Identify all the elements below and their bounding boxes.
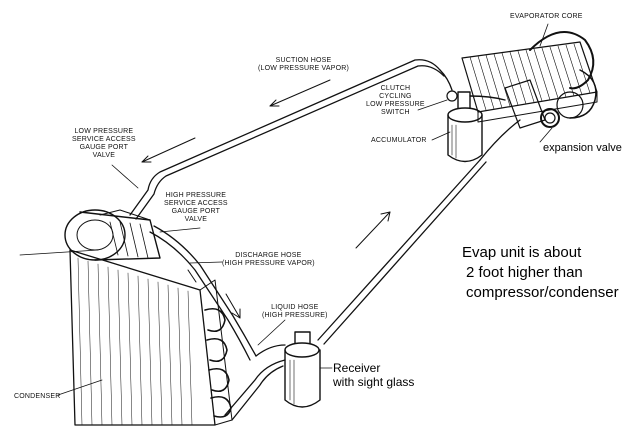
label-suction-hose-line2: (LOW PRESSURE VAPOR): [258, 65, 349, 72]
label-high-pressure-port-line3: GAUGE PORT: [171, 208, 221, 215]
receiver-drier: [224, 331, 321, 421]
label-condenser: CONDENSER: [14, 393, 61, 400]
label-low-pressure-port-line4: VALVE: [92, 152, 116, 159]
label-accumulator: ACCUMULATOR: [371, 137, 427, 144]
liquid-hose: [317, 119, 521, 345]
label-receiver-line2: with sight glass: [333, 375, 415, 389]
label-low-pressure-port-line3: GAUGE PORT: [79, 144, 129, 151]
label-suction-hose-line1: SUCTION HOSE: [275, 57, 332, 64]
label-discharge-hose-line2: (HIGH PRESSURE VAPOR): [222, 260, 315, 267]
label-clutch-switch-line4: SWITCH: [381, 109, 410, 116]
label-receiver-line1: Receiver: [333, 361, 381, 375]
label-clutch-switch-line2: CYCLING: [379, 93, 412, 100]
accumulator-canister: [446, 90, 506, 163]
note-evap-height-line2: 2 foot higher than: [466, 264, 583, 281]
label-clutch-switch: CLUTCH CYCLING LOW PRESSURE SWITCH: [366, 85, 425, 117]
label-discharge-hose: DISCHARGE HOSE (HIGH PRESSURE VAPOR): [222, 252, 315, 268]
label-receiver: Receiver with sight glass: [333, 361, 414, 389]
label-liquid-hose-line1: LIQUID HOSE: [271, 304, 319, 311]
evaporator-core: [461, 31, 598, 129]
label-clutch-switch-line3: LOW PRESSURE: [366, 101, 425, 108]
label-high-pressure-port: HIGH PRESSURE SERVICE ACCESS GAUGE PORT …: [164, 192, 228, 224]
note-evap-height: Evap unit is about 2 foot higher than co…: [462, 243, 619, 303]
label-expansion-valve: expansion valve: [543, 142, 622, 154]
label-liquid-hose: LIQUID HOSE (HIGH PRESSURE): [262, 304, 328, 320]
compressor: [64, 209, 161, 261]
label-high-pressure-port-line2: SERVICE ACCESS: [164, 200, 228, 207]
label-low-pressure-port-line2: SERVICE ACCESS: [72, 136, 136, 143]
label-evaporator-core: EVAPORATOR CORE: [510, 13, 583, 20]
note-evap-height-line1: Evap unit is about: [462, 244, 582, 261]
label-high-pressure-port-line4: VALVE: [184, 216, 208, 223]
discharge-hose: [149, 225, 286, 361]
label-suction-hose: SUCTION HOSE (LOW PRESSURE VAPOR): [258, 57, 349, 73]
label-liquid-hose-line2: (HIGH PRESSURE): [262, 312, 328, 319]
label-clutch-switch-line1: CLUTCH: [380, 85, 411, 92]
leader-lines: [19, 23, 553, 396]
label-discharge-hose-line1: DISCHARGE HOSE: [235, 252, 302, 259]
condenser: [69, 249, 233, 426]
suction-hose: [129, 59, 453, 220]
label-high-pressure-port-line1: HIGH PRESSURE: [165, 192, 227, 199]
note-evap-height-line3: compressor/condenser: [466, 284, 619, 301]
flow-arrows: [141, 79, 391, 319]
label-low-pressure-port: LOW PRESSURE SERVICE ACCESS GAUGE PORT V…: [72, 128, 136, 160]
label-low-pressure-port-line1: LOW PRESSURE: [74, 128, 134, 135]
